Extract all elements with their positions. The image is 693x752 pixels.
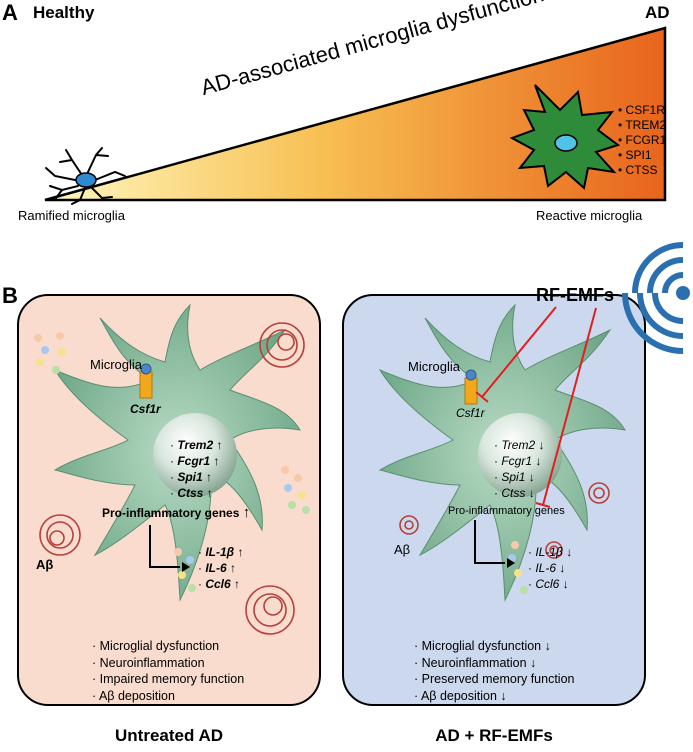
rf-emfs-label: RF-EMFs — [536, 285, 614, 305]
healthy-label: Healthy — [33, 3, 95, 22]
gene-item: · Fcgr1 ↓ — [494, 454, 542, 468]
left-caption: Untreated AD — [115, 726, 223, 745]
cytokine-item: · Ccl6 ↑ — [198, 577, 241, 591]
left-microglia-label: Microglia — [90, 357, 143, 372]
outcome-item: Microglial dysfunction — [92, 638, 244, 655]
outcome-item: Microglial dysfunction ↓ — [414, 638, 574, 655]
reactive-microglia-label: Reactive microglia — [536, 208, 643, 223]
panel-letter-a: A — [2, 0, 18, 25]
marker-item: • SPI1 — [618, 148, 652, 162]
right-caption: AD + RF-EMFs — [435, 726, 553, 745]
outcome-item: Preserved memory function — [414, 671, 575, 688]
marker-item: • CTSS — [618, 163, 658, 177]
cytokine-item: · IL-1β ↑ — [198, 545, 244, 559]
right-abeta-label: Aβ — [394, 542, 411, 557]
marker-list: • CSF1R • TREM2 • FCGR1 • SPI1 • CTSS — [618, 103, 666, 178]
outcome-item: Neuroinflammation ↓ — [414, 655, 574, 672]
panel-letter-b: B — [2, 283, 18, 308]
ramified-microglia-icon — [45, 147, 126, 205]
right-cytokine-list: · IL-1β ↓ · IL-6 ↓ · Ccl6 ↓ — [528, 544, 572, 592]
gene-item: · Ctss ↑ — [170, 486, 213, 500]
left-proinflam-label: Pro-inflammatory genes ↑ — [102, 504, 251, 521]
gene-item: · Spi1 ↑ — [170, 470, 213, 484]
left-cytokine-list: · IL-1β ↑ · IL-6 ↑ · Ccl6 ↑ — [198, 544, 243, 592]
amyloid-plaques — [39, 322, 610, 635]
marker-item: • TREM2 — [618, 118, 666, 132]
marker-item: • CSF1R — [618, 103, 665, 117]
gene-item: · Spi1 ↓ — [494, 470, 535, 484]
left-gene-list: · Trem2 ↑ · Fcgr1 ↑ · Spi1 ↑ · Ctss ↑ — [170, 437, 223, 501]
right-proinflam-label: Pro-inflammatory genes — [448, 505, 565, 517]
right-outcome-list: Microglial dysfunction ↓ Neuroinflammati… — [414, 638, 575, 705]
ramified-microglia-label: Ramified microglia — [18, 208, 125, 223]
rf-wave-icon — [622, 242, 690, 354]
gene-item: · Fcgr1 ↑ — [170, 454, 220, 468]
gradient-wedge — [44, 26, 667, 202]
outcome-item: Impaired memory function — [92, 671, 245, 688]
cytokine-item: · Ccl6 ↓ — [528, 577, 569, 591]
cytokine-dots — [34, 332, 528, 594]
outcome-item: Aβ deposition ↓ — [414, 688, 574, 705]
right-microglia-cell — [378, 303, 626, 602]
cytokine-item: · IL-6 ↑ — [198, 561, 237, 575]
right-csf1r-receptor — [464, 369, 478, 405]
gene-item: · Trem2 ↑ — [170, 438, 223, 452]
right-microglia-label: Microglia — [408, 359, 461, 374]
gene-item: · Ctss ↓ — [494, 486, 535, 500]
ad-label: AD — [645, 3, 670, 22]
rf-inhibition-lines — [475, 306, 597, 508]
left-microglia-cell — [53, 303, 301, 602]
left-abeta-label: Aβ — [36, 557, 54, 572]
right-gene-list: · Trem2 ↓ · Fcgr1 ↓ · Spi1 ↓ · Ctss ↓ — [494, 437, 544, 501]
right-pathway-arrow — [474, 520, 505, 564]
cytokine-item: · IL-1β ↓ — [528, 545, 573, 559]
marker-item: • FCGR1 — [618, 133, 667, 147]
outcome-item: Aβ deposition — [92, 688, 244, 705]
reactive-microglia-icon — [509, 84, 621, 190]
right-csf1r-label: Csf1r — [456, 406, 485, 420]
outcome-item: Neuroinflammation — [92, 655, 244, 672]
cytokine-item: · IL-6 ↓ — [528, 561, 566, 575]
left-csf1r-label: Csf1r — [130, 402, 161, 416]
left-pathway-arrow — [149, 525, 180, 568]
left-outcome-list: Microglial dysfunction Neuroinflammation… — [92, 638, 244, 704]
gene-item: · Trem2 ↓ — [494, 438, 545, 452]
left-csf1r-receptor — [139, 363, 153, 399]
